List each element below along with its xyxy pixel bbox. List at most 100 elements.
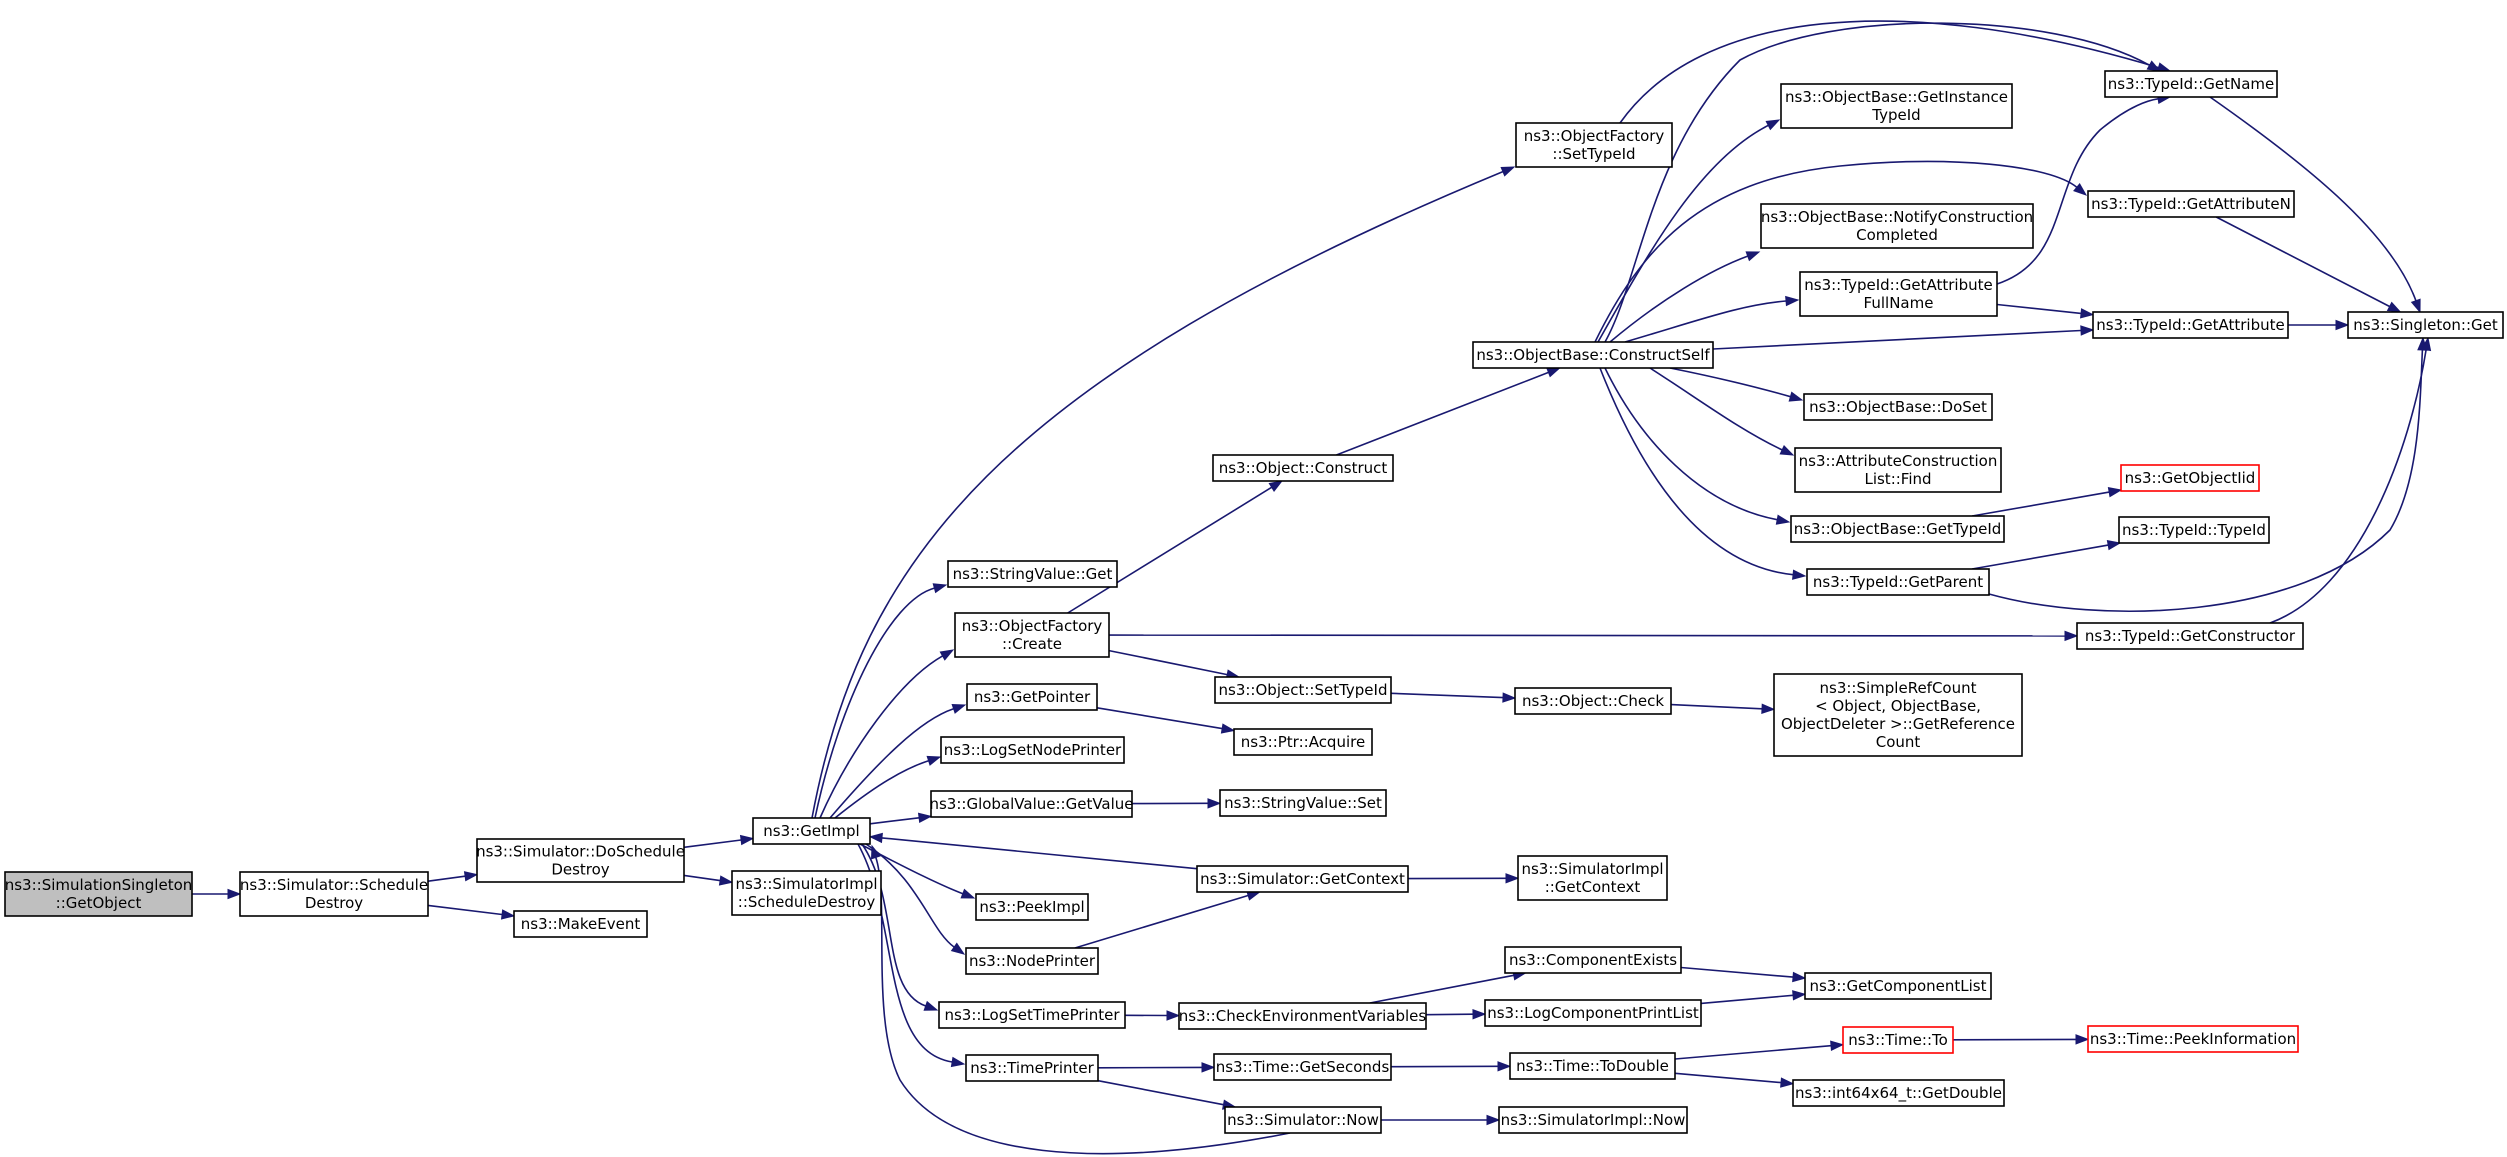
node-sim-now[interactable]: ns3::Simulator::Now — [1224, 1106, 1382, 1134]
node-label: ns3::StringValue::Set — [1224, 794, 1382, 812]
edge-line — [1390, 692, 1504, 699]
arrowhead-icon — [1220, 723, 1236, 734]
node-get-component-list[interactable]: ns3::GetComponentList — [1804, 972, 1992, 1000]
node-simple-ref-count[interactable]: ns3::SimpleRefCount< Object, ObjectBase,… — [1773, 673, 2023, 757]
node-ob-construct-self[interactable]: ns3::ObjectBase::ConstructSelf — [1472, 341, 1714, 369]
edge-ob_get_typeid-to-get_object_iid — [1971, 487, 2123, 517]
edge-tid_get_attribute-to-singleton_get — [2288, 319, 2350, 331]
node-box — [2087, 1025, 2299, 1053]
node-node-printer[interactable]: ns3::NodePrinter — [965, 947, 1099, 975]
node-log-set-node-printer[interactable]: ns3::LogSetNodePrinter — [940, 736, 1125, 764]
node-simimpl-now[interactable]: ns3::SimulatorImpl::Now — [1498, 1106, 1688, 1134]
node-component-exists[interactable]: ns3::ComponentExists — [1504, 946, 1682, 974]
node-label: List::Find — [1864, 470, 1931, 488]
arrowhead-icon — [718, 875, 734, 886]
node-time-to-double[interactable]: ns3::Time::ToDouble — [1509, 1052, 1676, 1080]
edge-line — [2269, 349, 2427, 624]
node-check-env[interactable]: ns3::CheckEnvironmentVariables — [1178, 1002, 1427, 1030]
node-tid-get-name[interactable]: ns3::TypeId::GetName — [2104, 70, 2278, 98]
node-label: ns3::ObjectBase::GetInstance — [1785, 88, 2008, 106]
node-time-get-seconds[interactable]: ns3::Time::GetSeconds — [1213, 1053, 1392, 1081]
edge-line — [1067, 486, 1273, 614]
node-box — [1806, 568, 1990, 596]
node-label: ns3::Simulator::GetContext — [1200, 870, 1405, 888]
node-box — [1504, 946, 1682, 974]
node-simimpl-get-context[interactable]: ns3::SimulatorImpl::GetContext — [1517, 855, 1668, 901]
arrowhead-icon — [951, 703, 967, 714]
node-label: ::Create — [1002, 635, 1062, 653]
node-tid-get-attribute[interactable]: ns3::TypeId::GetAttribute — [2092, 311, 2289, 339]
edge-line — [1996, 303, 2082, 315]
node-box — [1799, 271, 1998, 317]
edge-line — [1108, 649, 1228, 676]
edge-line — [1971, 491, 2110, 517]
arrowhead-icon — [2106, 540, 2122, 551]
edge-line — [683, 839, 742, 849]
edge-line — [881, 837, 1198, 870]
arrowhead-icon — [2080, 325, 2095, 336]
node-sim-get-context[interactable]: ns3::Simulator::GetContext — [1196, 865, 1409, 893]
node-of-set-typeid[interactable]: ns3::ObjectFactory::SetTypeId — [1515, 122, 1673, 168]
node-label: ns3::AttributeConstruction — [1799, 452, 1998, 470]
node-label: ns3::StringValue::Get — [953, 565, 1113, 583]
node-label: ns3::Time::PeekInformation — [2090, 1030, 2296, 1048]
node-box — [1498, 1106, 1688, 1134]
node-time-to[interactable]: ns3::Time::To — [1842, 1026, 1954, 1054]
node-box — [1804, 972, 1992, 1000]
node-tid-get-attr-n[interactable]: ns3::TypeId::GetAttributeN — [2087, 190, 2295, 218]
edge-line — [861, 843, 926, 1007]
node-tid-typeid[interactable]: ns3::TypeId::TypeId — [2118, 516, 2270, 544]
edge-get_impl-to-gv_get_value — [869, 812, 933, 825]
node-time-peek-info[interactable]: ns3::Time::PeekInformation — [2087, 1025, 2299, 1053]
node-ptr-acquire[interactable]: ns3::Ptr::Acquire — [1233, 728, 1373, 756]
node-ob-do-set[interactable]: ns3::ObjectBase::DoSet — [1803, 393, 1993, 421]
node-object-check[interactable]: ns3::Object::Check — [1514, 687, 1672, 715]
edge-node_printer-to-sim_get_context — [1074, 890, 1261, 949]
node-log-set-time-printer[interactable]: ns3::LogSetTimePrinter — [938, 1001, 1126, 1029]
node-sched-destroy[interactable]: ns3::Simulator::ScheduleDestroy — [239, 871, 429, 917]
arrowhead-icon — [923, 1000, 939, 1011]
edge-line — [683, 874, 721, 882]
node-peek-impl[interactable]: ns3::PeekImpl — [975, 893, 1089, 921]
node-label: ns3::Singleton::Get — [2353, 316, 2498, 334]
node-string-value-get[interactable]: ns3::StringValue::Get — [947, 560, 1118, 588]
arrowhead-icon — [1207, 798, 1222, 809]
node-object-set-typeid[interactable]: ns3::Object::SetTypeId — [1214, 676, 1392, 704]
node-label: ::ScheduleDestroy — [738, 893, 876, 911]
node-box — [1790, 515, 2005, 543]
node-object-construct[interactable]: ns3::Object::Construct — [1212, 454, 1394, 482]
node-simimpl-sched-destroy[interactable]: ns3::SimulatorImpl::ScheduleDestroy — [731, 870, 882, 916]
node-singleton-get[interactable]: ns3::Singleton::Get — [2347, 311, 2504, 339]
node-get-object-iid[interactable]: ns3::GetObjectIid — [2120, 464, 2260, 492]
node-int64x64-get-double[interactable]: ns3::int64x64_t::GetDouble — [1792, 1079, 2005, 1107]
node-label: ns3::ObjectFactory — [962, 617, 1103, 635]
node-tid-get-constructor[interactable]: ns3::TypeId::GetConstructor — [2076, 622, 2304, 650]
edge-get_impl-to-log_set_time_printer — [861, 843, 939, 1011]
node-make-event[interactable]: ns3::MakeEvent — [513, 910, 648, 938]
node-of-create[interactable]: ns3::ObjectFactory::Create — [954, 612, 1110, 658]
node-gv-get-value[interactable]: ns3::GlobalValue::GetValue — [929, 790, 1134, 818]
node-sv-set[interactable]: ns3::StringValue::Set — [1219, 789, 1387, 817]
node-ob-notify[interactable]: ns3::ObjectBase::NotifyConstructionCompl… — [1760, 203, 2034, 249]
node-box — [2076, 622, 2304, 650]
node-box — [513, 910, 648, 938]
node-label: ns3::TypeId::GetConstructor — [2085, 627, 2296, 645]
edge-get_impl-to-get_pointer — [829, 703, 967, 819]
edge-tid_get_parent-to-tid_typeid — [1971, 540, 2122, 570]
node-label: ns3::NodePrinter — [969, 952, 1096, 970]
node-log-comp-print-list[interactable]: ns3::LogComponentPrintList — [1484, 999, 1702, 1027]
arrowhead-icon — [950, 1056, 966, 1068]
node-get-pointer[interactable]: ns3::GetPointer — [966, 683, 1098, 711]
edge-line — [1712, 329, 2082, 350]
edge-line — [2209, 96, 2417, 301]
node-ob-get-typeid[interactable]: ns3::ObjectBase::GetTypeId — [1790, 515, 2005, 543]
node-tid-get-parent[interactable]: ns3::TypeId::GetParent — [1806, 568, 1990, 596]
node-time-printer[interactable]: ns3::TimePrinter — [965, 1054, 1099, 1082]
node-get-impl[interactable]: ns3::GetImpl — [752, 817, 871, 845]
arrowhead-icon — [1775, 514, 1791, 525]
node-label: ns3::ObjectBase::DoSet — [1809, 398, 1987, 416]
